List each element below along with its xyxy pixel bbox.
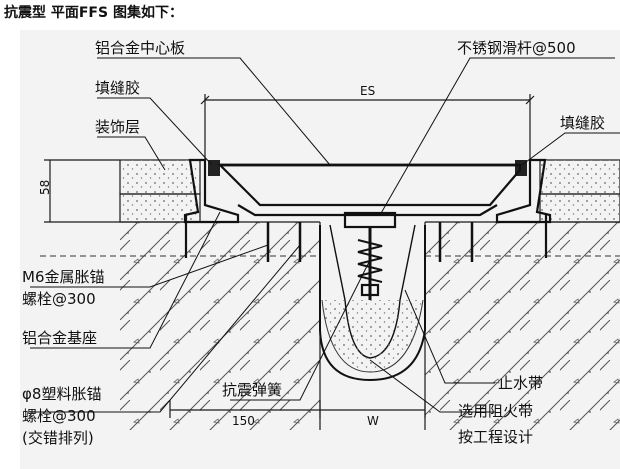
label-center-plate: 铝合金中心板 bbox=[95, 39, 185, 57]
label-fire-belt: 选用阻火带 bbox=[458, 402, 533, 420]
dim-left-width-150: 150 bbox=[232, 414, 255, 428]
dim-es: ES bbox=[360, 84, 375, 98]
label-sealant-left: 填缝胶 bbox=[95, 79, 140, 97]
label-m6-anchor-line2: 螺栓@300 bbox=[22, 290, 96, 308]
label-m6-anchor-line1: M6金属胀锚 bbox=[22, 268, 105, 286]
label-steel-rod: 不锈钢滑杆@500 bbox=[457, 39, 576, 57]
dim-height-58: 58 bbox=[38, 180, 52, 195]
label-finish-layer: 装饰层 bbox=[95, 118, 140, 136]
anchor-bolts bbox=[184, 214, 548, 262]
leader-lines bbox=[30, 57, 620, 413]
label-plastic-anchor-line3: (交错排列) bbox=[22, 429, 94, 447]
label-fire-belt-note: 按工程设计 bbox=[458, 428, 533, 446]
waterstop bbox=[319, 224, 426, 382]
left-slab bbox=[40, 159, 321, 430]
label-waterstop: 止水带 bbox=[498, 374, 543, 392]
page-title: 抗震型 平面FFS 图集如下： bbox=[4, 5, 183, 21]
dimension-lines bbox=[44, 94, 535, 418]
label-plastic-anchor-line2: 螺栓@300 bbox=[22, 407, 96, 425]
label-spring: 抗震弹簧 bbox=[222, 381, 282, 399]
label-base-seat: 铝合金基座 bbox=[22, 329, 97, 347]
dim-w: W bbox=[367, 414, 379, 428]
label-sealant-right: 填缝胶 bbox=[560, 114, 605, 132]
label-plastic-anchor-line1: φ8塑料胀锚 bbox=[22, 385, 101, 403]
center-plate bbox=[217, 163, 522, 217]
